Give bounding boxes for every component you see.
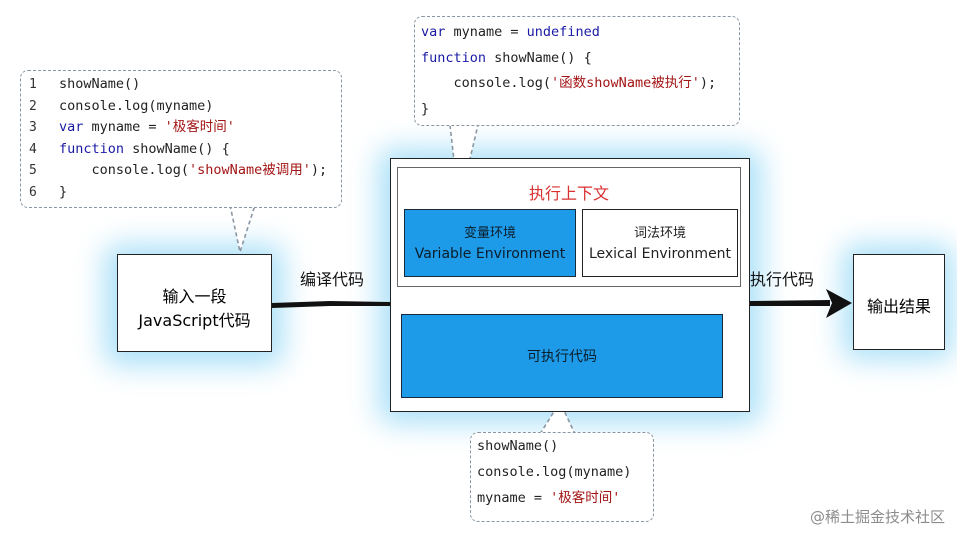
execute-label: 执行代码 (750, 270, 815, 289)
source-code-callout: 1 showName() 2 console.log(myname) 3 var myna… (20, 70, 342, 208)
lexical-env-zh: 词法环境 (633, 226, 686, 241)
code-keyword: undefined (526, 24, 600, 40)
line-number: 6 (29, 184, 37, 200)
code-line: 5 console.log('showName被调用'); (29, 160, 327, 181)
code-token: } (59, 183, 68, 200)
code-token: showName() { (486, 49, 592, 66)
executable-code-label: 可执行代码 (527, 349, 597, 365)
code-string: '函数showName被执行' (551, 75, 700, 91)
input-code-box: 输入一段 JavaScript代码 (117, 254, 272, 352)
execute-arrow (750, 300, 830, 306)
code-line: function showName() { (421, 48, 592, 69)
code-line: myname = '极客时间' (477, 488, 620, 509)
execution-context-title: 执行上下文 (528, 184, 609, 203)
execution-context-panel: 执行上下文 变量环境 Variable Environment 词法环境 Lex… (390, 158, 750, 412)
code-token: showName() (59, 76, 141, 92)
code-string: '极客时间' (164, 119, 235, 135)
code-token: ); (310, 162, 328, 178)
left-callout-tail (229, 204, 256, 256)
executable-code-block: 可执行代码 (401, 314, 723, 398)
code-line: console.log(myname) (477, 462, 631, 483)
execute-arrowhead (826, 289, 852, 318)
code-keyword: var (59, 119, 84, 135)
executable-code-callout: showName() console.log(myname) myname = '极… (470, 432, 654, 522)
watermark: @稀土掘金技术社区 (809, 508, 945, 526)
variable-env-en: Variable Environment (414, 246, 566, 262)
code-line: 6} (29, 182, 67, 203)
code-token: myname = (83, 119, 165, 135)
input-box-line1: 输入一段 (162, 287, 227, 306)
code-token: console.log( (421, 75, 552, 91)
lexical-environment: 词法环境 Lexical Environment (582, 209, 738, 277)
code-token: showName() { (124, 140, 230, 157)
code-keyword: var (421, 24, 446, 40)
code-line: 1 showName() (29, 74, 140, 95)
variable-env-code-lines: var myname = undefined function showName(… (421, 22, 735, 125)
code-line: } (421, 99, 429, 120)
code-line: 3 var myname = '极客时间' (29, 117, 235, 138)
variable-env-zh: 变量环境 (463, 226, 516, 241)
code-token: myname = (445, 24, 527, 40)
code-line: 2 console.log(myname) (29, 96, 213, 117)
code-string: '极客时间' (550, 490, 621, 506)
input-box-line2: JavaScript代码 (138, 311, 251, 330)
output-result-box: 输出结果 (853, 254, 945, 350)
code-line: console.log('函数showName被执行'); (421, 73, 717, 94)
line-number: 5 (29, 163, 37, 178)
variable-env-code-callout: var myname = undefined function showName(… (414, 16, 740, 126)
code-string: 'showName被调用' (189, 162, 311, 178)
code-keyword: function (421, 49, 487, 66)
execution-context-box: 执行上下文 变量环境 Variable Environment 词法环境 Lex… (397, 167, 741, 287)
line-number: 4 (29, 141, 37, 157)
variable-environment: 变量环境 Variable Environment (404, 209, 576, 277)
code-token: console.log( (59, 162, 190, 178)
line-number: 2 (29, 98, 37, 114)
code-line: showName() (477, 436, 558, 457)
compile-arrow (272, 301, 392, 308)
code-token: ); (699, 75, 717, 91)
code-token: showName() (477, 438, 559, 454)
code-line: 4 function showName() { (29, 139, 230, 160)
code-line: var myname = undefined (421, 22, 600, 43)
line-number: 3 (29, 120, 37, 135)
lexical-env-en: Lexical Environment (588, 246, 732, 262)
source-code-lines: 1 showName() 2 console.log(myname) 3 var myna… (29, 74, 337, 207)
executable-code-lines: showName() console.log(myname) myname = '极… (477, 436, 649, 521)
line-number: 1 (29, 77, 37, 92)
compile-label: 编译代码 (300, 270, 365, 289)
code-keyword: function (59, 140, 125, 157)
code-token: console.log(myname) (477, 464, 632, 480)
code-token: console.log(myname) (59, 97, 214, 114)
output-result-label: 输出结果 (866, 297, 931, 316)
code-token: } (421, 100, 430, 117)
code-token: myname = (477, 490, 551, 506)
